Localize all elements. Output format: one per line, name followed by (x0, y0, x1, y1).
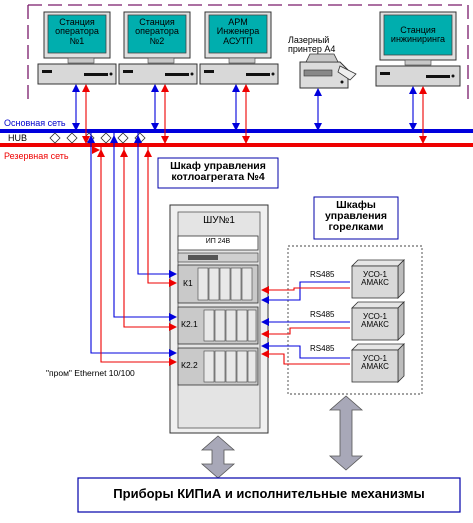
rs485-label-1: RS485 (310, 270, 335, 279)
hub-icon (49, 132, 146, 144)
shu-module: ИП 24В (205, 238, 231, 245)
slot-k2-2: К2.2 (181, 360, 198, 370)
printer-label: Лазерный принтер А4 (288, 35, 336, 55)
laser-printer-icon (299, 53, 357, 89)
station-engineering-label: Станция инжиниринга (390, 25, 446, 45)
shu-cabinet (169, 204, 269, 434)
station-operator-2-label: Станция оператора №2 (135, 17, 179, 46)
hub-label: HUB (8, 133, 28, 143)
field-devices-box (77, 477, 461, 513)
burner-cabinets-frame (287, 245, 423, 395)
uso-1-label: УСО-1 АМАКС (361, 270, 389, 288)
uso-boxes (351, 259, 405, 383)
station-operator-1-label: Станция оператора №1 (55, 17, 99, 46)
rs485-label-3: RS485 (310, 344, 335, 353)
cabinet-title: Шкаф управления котлоагрегата №4 (170, 160, 266, 184)
burner-io-arrow (328, 395, 364, 471)
operator-area-frame (27, 4, 469, 100)
reserve-network-label: Резервная сеть (4, 151, 69, 161)
burner-title-box (313, 196, 399, 240)
station-engineering (375, 11, 461, 87)
slot-k2-1: К2.1 (181, 319, 198, 329)
uso-3-label: УСО-1 АМАКС (361, 354, 389, 372)
shu-title: ШУ№1 (203, 215, 235, 226)
station-operator-1 (37, 11, 117, 85)
field-devices-title: Приборы КИПиА и исполнительные механизмы (113, 486, 425, 501)
slot-k1: К1 (183, 278, 193, 288)
uso-2-label: УСО-1 АМАКС (361, 312, 389, 330)
ethernet-label: "пром" Ethernet 10/100 (46, 368, 135, 378)
cabinet-io-arrow (200, 435, 236, 479)
station-engineer-label: АРМ Инженера АСУТП (216, 17, 260, 46)
main-network-label: Основная сеть (4, 118, 66, 128)
station-engineer-asutp (199, 11, 279, 85)
station-operator-2 (118, 11, 198, 85)
burner-cabinets-title: Шкафы управления горелками (324, 199, 388, 234)
cabinet-title-box (157, 157, 279, 189)
rs485-label-2: RS485 (310, 310, 335, 319)
